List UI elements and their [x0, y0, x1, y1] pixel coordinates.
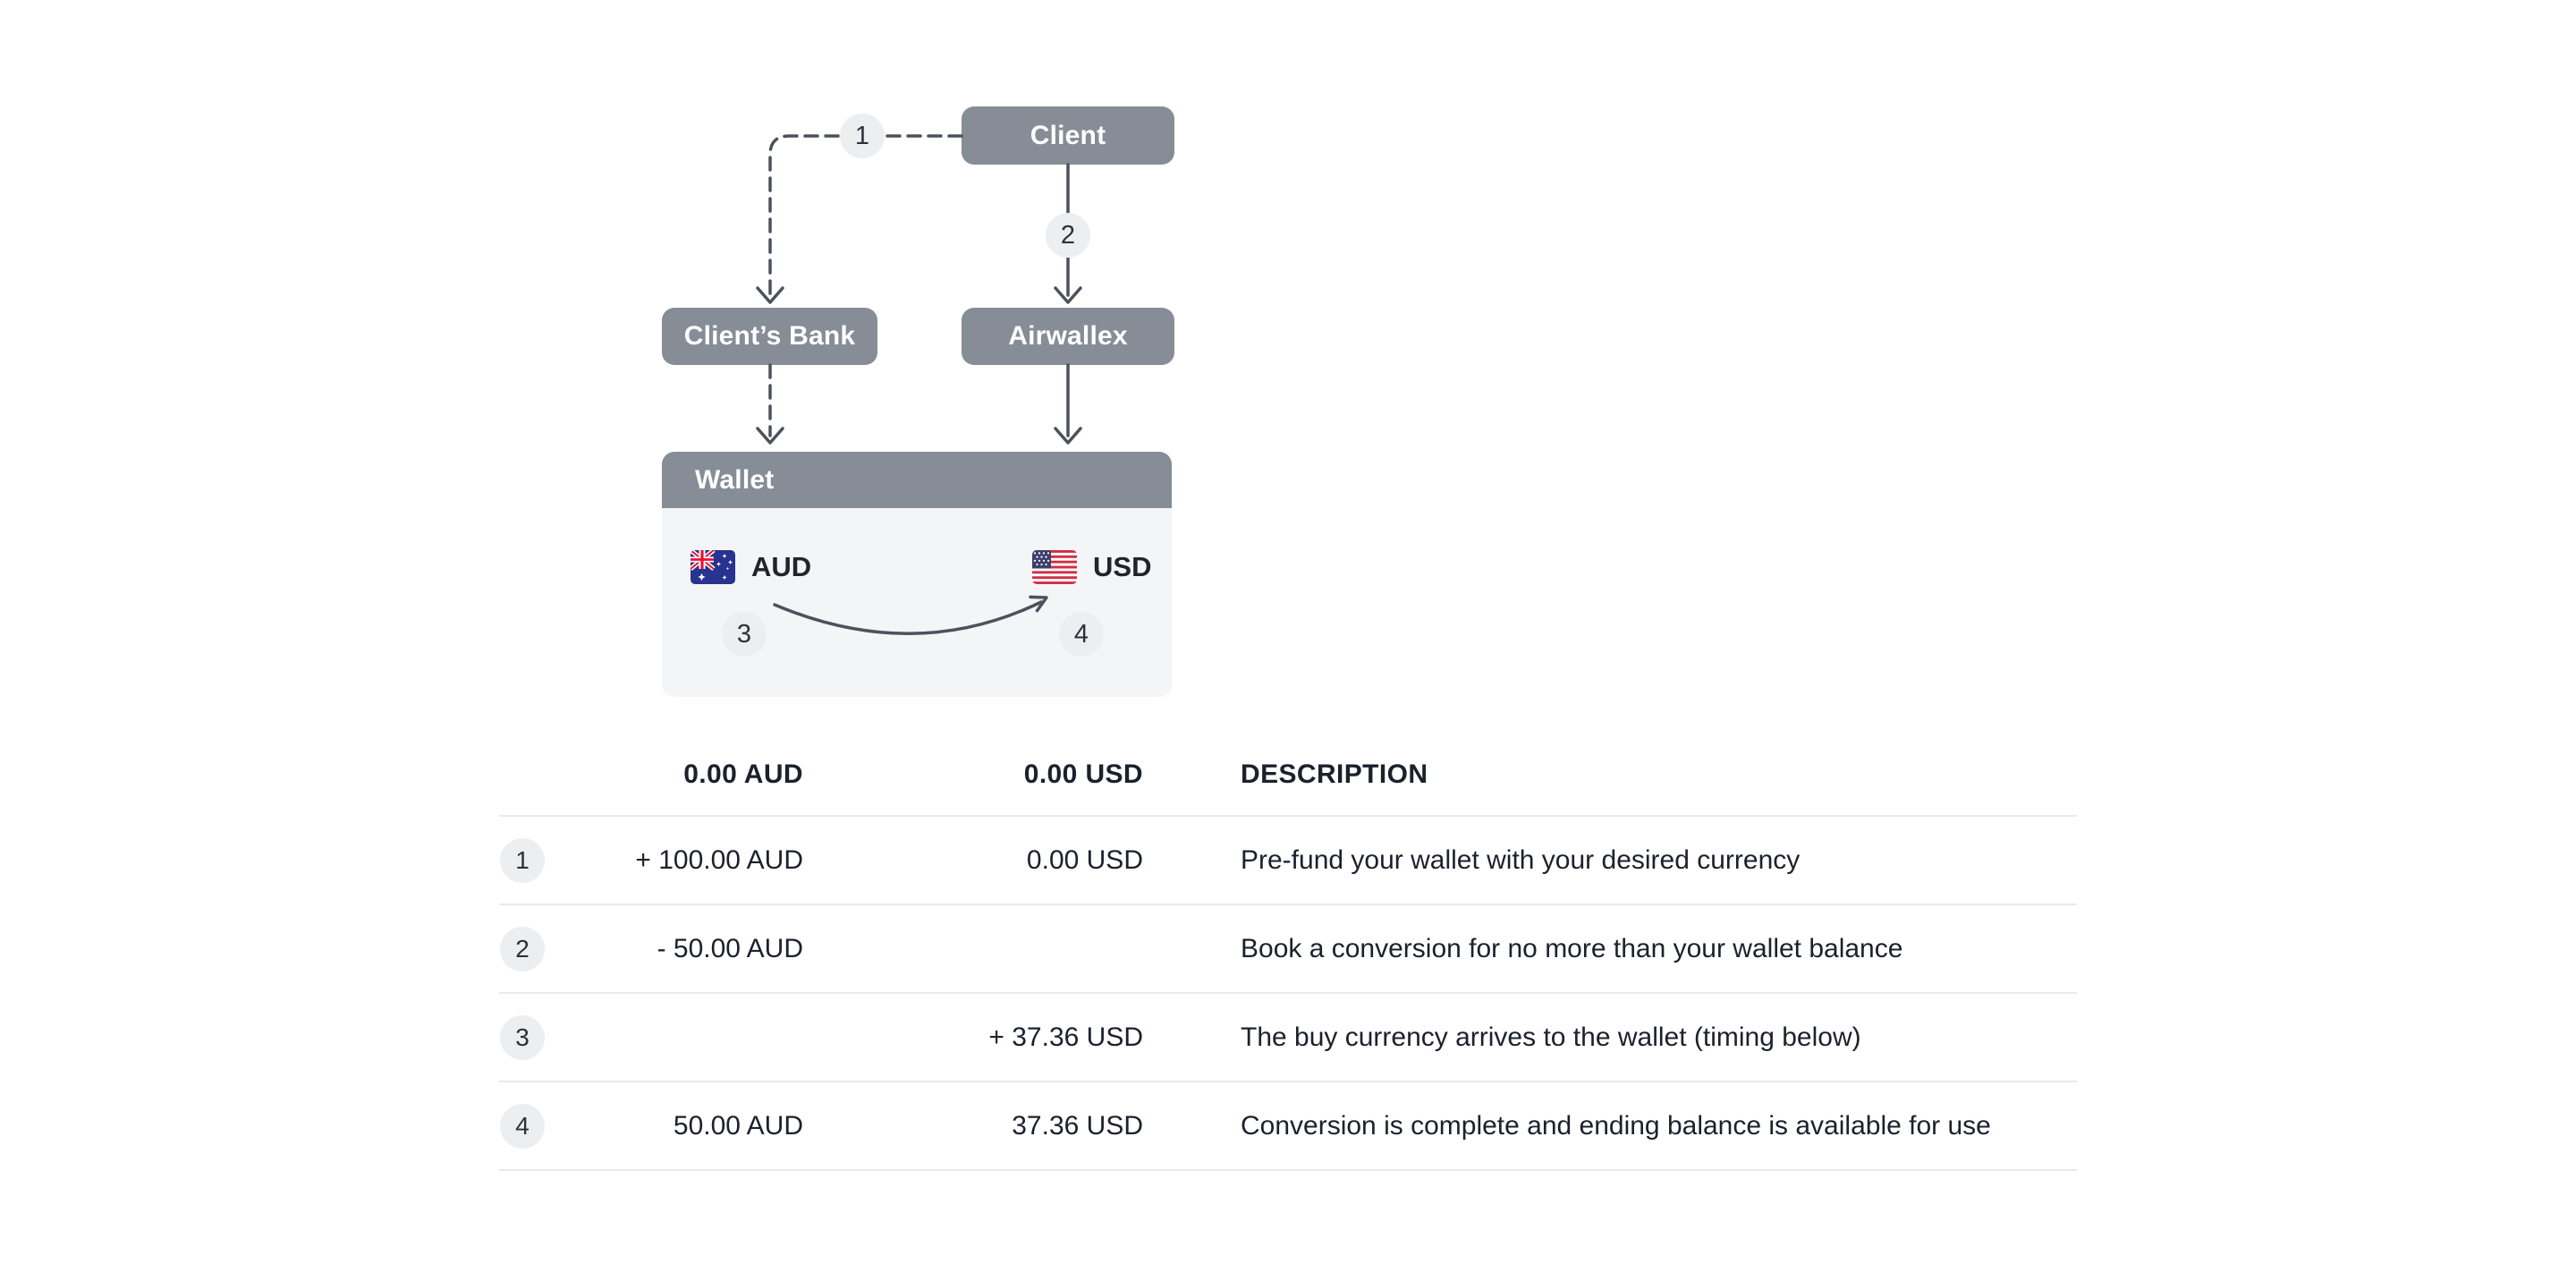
wallet-currency-usd: USD [1032, 549, 1151, 585]
node-clients-bank: Client’s Bank [662, 308, 877, 365]
step-description: Pre-fund your wallet with your desired c… [1241, 844, 1801, 875]
table-row-3: 3 + 37.36 USD The buy currency arrives t… [499, 994, 2077, 1082]
step-badge-3-label: 3 [515, 1022, 530, 1051]
description-header: DESCRIPTION [1241, 759, 1428, 789]
step-badge-1-label: 1 [515, 845, 530, 874]
aud-label: AUD [751, 551, 812, 582]
arrowhead-bank-into-wallet-icon [756, 427, 784, 445]
step-badge-2-label: 2 [515, 934, 530, 963]
usd-amount: 37.36 USD [1012, 1110, 1143, 1141]
usd-label: USD [1093, 551, 1152, 582]
step-marker-2-label: 2 [1060, 220, 1076, 250]
aud-amount: + 100.00 AUD [635, 844, 803, 875]
united-states-flag-icon [1032, 550, 1077, 584]
step-marker-4-label: 4 [1073, 619, 1089, 649]
arrowhead-into-bank-icon [756, 286, 784, 304]
step-badge-4-label: 4 [515, 1111, 530, 1140]
step-badge-3: 3 [500, 1014, 545, 1060]
arrowhead-airwallex-into-wallet-icon [1054, 427, 1082, 445]
australia-flag-icon [691, 550, 735, 584]
conversion-curve-aud-to-usd [773, 600, 1043, 635]
wallet-label: Wallet [695, 464, 775, 495]
step-description: The buy currency arrives to the wallet (… [1241, 1022, 1861, 1052]
table-row-1: 1 + 100.00 AUD 0.00 USD Pre-fund your wa… [499, 817, 2077, 905]
wallet-card-header: Wallet [662, 452, 1172, 508]
wallet-currency-aud: AUD [691, 549, 811, 585]
aud-amount: - 50.00 AUD [657, 933, 803, 963]
step-marker-4: 4 [1059, 612, 1104, 657]
node-clients-bank-label: Client’s Bank [683, 321, 856, 351]
step-badge-4: 4 [500, 1103, 545, 1149]
step-marker-3-label: 3 [736, 619, 752, 649]
arrowhead-into-airwallex-icon [1054, 286, 1082, 304]
aud-amount: 50.00 AUD [673, 1110, 803, 1141]
wallet-card-body [662, 508, 1172, 697]
steps-table: 0.00 AUD 0.00 USD DESCRIPTION 1 + 100.00… [499, 734, 2077, 1171]
step-description: Conversion is complete and ending balanc… [1241, 1110, 1991, 1141]
step-marker-1-label: 1 [854, 121, 870, 150]
step-description: Book a conversion for no more than your … [1241, 933, 1903, 963]
step-marker-1: 1 [840, 114, 885, 158]
node-airwallex: Airwallex [962, 308, 1174, 365]
node-client: Client [962, 106, 1174, 165]
arrowhead-conversion-icon [1029, 595, 1048, 613]
usd-balance-header: 0.00 USD [1023, 759, 1143, 789]
usd-amount: + 37.36 USD [988, 1022, 1143, 1052]
aud-balance-header: 0.00 AUD [683, 759, 803, 789]
table-row-4: 4 50.00 AUD 37.36 USD Conversion is comp… [499, 1082, 2077, 1171]
dashed-connector-client-to-bank [768, 134, 963, 297]
table-row-2: 2 - 50.00 AUD Book a conversion for no m… [499, 905, 2077, 994]
step-badge-1: 1 [500, 837, 545, 883]
usd-amount: 0.00 USD [1026, 844, 1143, 875]
flow-connectors [756, 134, 1082, 635]
node-client-label: Client [1030, 120, 1106, 150]
node-airwallex-label: Airwallex [1008, 321, 1128, 351]
step-marker-3: 3 [722, 612, 767, 657]
step-badge-2: 2 [500, 926, 545, 971]
step-marker-2: 2 [1046, 213, 1090, 258]
table-header-row: 0.00 AUD 0.00 USD DESCRIPTION [499, 734, 2077, 817]
